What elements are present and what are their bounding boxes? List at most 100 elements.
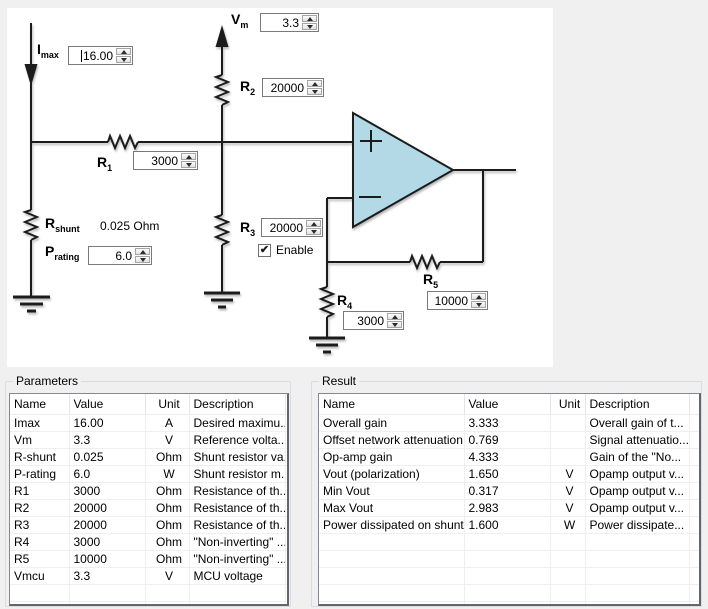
table-cell bbox=[689, 516, 699, 534]
table-cell: 3.3 bbox=[69, 567, 146, 585]
arrow-up-icon bbox=[120, 49, 127, 54]
r2-label: R2 bbox=[240, 78, 256, 97]
table-cell bbox=[464, 601, 551, 604]
spinner-up-button[interactable] bbox=[387, 313, 402, 320]
vm-spinner[interactable]: 3.3 bbox=[260, 13, 319, 32]
table-cell bbox=[10, 601, 70, 604]
spinner-value[interactable]: 10000 bbox=[434, 294, 468, 308]
spinner-down-button[interactable] bbox=[116, 56, 131, 63]
r4-spinner[interactable]: 3000 bbox=[343, 311, 404, 330]
spinner-down-button[interactable] bbox=[306, 228, 321, 235]
table-cell: Imax bbox=[10, 414, 70, 432]
imax-spinner[interactable]: 16.00 bbox=[68, 46, 133, 65]
table-cell bbox=[69, 584, 146, 602]
column-header[interactable] bbox=[285, 394, 287, 415]
table-cell bbox=[585, 601, 690, 604]
column-header[interactable]: Description bbox=[189, 394, 286, 415]
r3-spinner[interactable]: 20000 bbox=[261, 218, 323, 237]
table-cell: 6.0 bbox=[69, 465, 146, 483]
spinner-down-button[interactable] bbox=[471, 301, 486, 308]
table-row bbox=[319, 584, 699, 602]
spinner-down-button[interactable] bbox=[302, 23, 317, 30]
prating-label: Prating bbox=[45, 243, 80, 262]
spinner-up-button[interactable] bbox=[306, 220, 321, 227]
table-cell: A bbox=[145, 414, 190, 432]
table-cell bbox=[145, 601, 190, 604]
table-row bbox=[10, 584, 287, 602]
spinner-down-button[interactable] bbox=[387, 321, 402, 328]
column-header[interactable]: Description bbox=[585, 394, 690, 415]
spinner-buttons bbox=[302, 15, 317, 30]
table-row bbox=[319, 601, 699, 604]
table-cell: V bbox=[550, 499, 586, 517]
table-cell: Resistance of th... bbox=[189, 499, 286, 517]
spinner-down-button[interactable] bbox=[181, 161, 196, 168]
rshunt-value-text: 0.025 Ohm bbox=[100, 219, 160, 233]
table-cell bbox=[550, 550, 586, 568]
r2-spinner[interactable]: 20000 bbox=[262, 78, 324, 97]
arrow-down-icon bbox=[475, 302, 482, 307]
table-cell bbox=[550, 533, 586, 551]
table-cell bbox=[319, 567, 465, 585]
table-cell: MCU voltage bbox=[189, 567, 286, 585]
spinner-down-button[interactable] bbox=[135, 256, 150, 263]
opamp-plus-icon bbox=[360, 130, 382, 152]
table-cell: Signal attenuatio... bbox=[585, 431, 690, 449]
spinner-up-button[interactable] bbox=[307, 80, 322, 87]
table-cell: Overall gain of t... bbox=[585, 414, 690, 432]
voltage-arrow-up-icon bbox=[215, 25, 229, 47]
r1-spinner[interactable]: 3000 bbox=[133, 151, 198, 170]
table-cell bbox=[550, 431, 586, 449]
spinner-value[interactable]: 16.00 bbox=[80, 49, 113, 63]
table-cell: Ohm bbox=[145, 533, 190, 551]
spinner-up-button[interactable] bbox=[135, 248, 150, 255]
spinner-up-button[interactable] bbox=[181, 153, 196, 160]
spinner-value[interactable]: 3000 bbox=[357, 314, 384, 328]
column-header[interactable]: Value bbox=[464, 394, 551, 415]
spinner-value[interactable]: 6.0 bbox=[115, 249, 132, 263]
arrow-up-icon bbox=[391, 314, 398, 319]
table-cell: R-shunt bbox=[10, 448, 70, 466]
prating-spinner[interactable]: 6.0 bbox=[88, 246, 152, 265]
spinner-up-button[interactable] bbox=[471, 293, 486, 300]
column-header[interactable] bbox=[689, 394, 699, 415]
spinner-up-button[interactable] bbox=[116, 48, 131, 55]
spinner-value[interactable]: 20000 bbox=[269, 221, 303, 235]
table-cell bbox=[319, 584, 465, 602]
column-header[interactable]: Unit bbox=[550, 394, 586, 415]
column-header[interactable]: Unit bbox=[145, 394, 190, 415]
column-header[interactable]: Name bbox=[319, 394, 465, 415]
spinner-up-button[interactable] bbox=[302, 15, 317, 22]
spinner-value[interactable]: 3.3 bbox=[282, 16, 299, 30]
r5-spinner[interactable]: 10000 bbox=[427, 291, 488, 310]
spinner-down-button[interactable] bbox=[307, 88, 322, 95]
table-cell bbox=[285, 533, 287, 551]
enable-checkbox[interactable]: ✔ Enable bbox=[258, 243, 313, 257]
spinner-value[interactable]: 20000 bbox=[270, 81, 304, 95]
spinner-value[interactable]: 3000 bbox=[151, 154, 178, 168]
column-header[interactable]: Name bbox=[10, 394, 70, 415]
table-cell bbox=[689, 601, 699, 604]
table-row bbox=[319, 533, 699, 551]
column-header[interactable]: Value bbox=[69, 394, 146, 415]
table-cell bbox=[319, 533, 465, 551]
